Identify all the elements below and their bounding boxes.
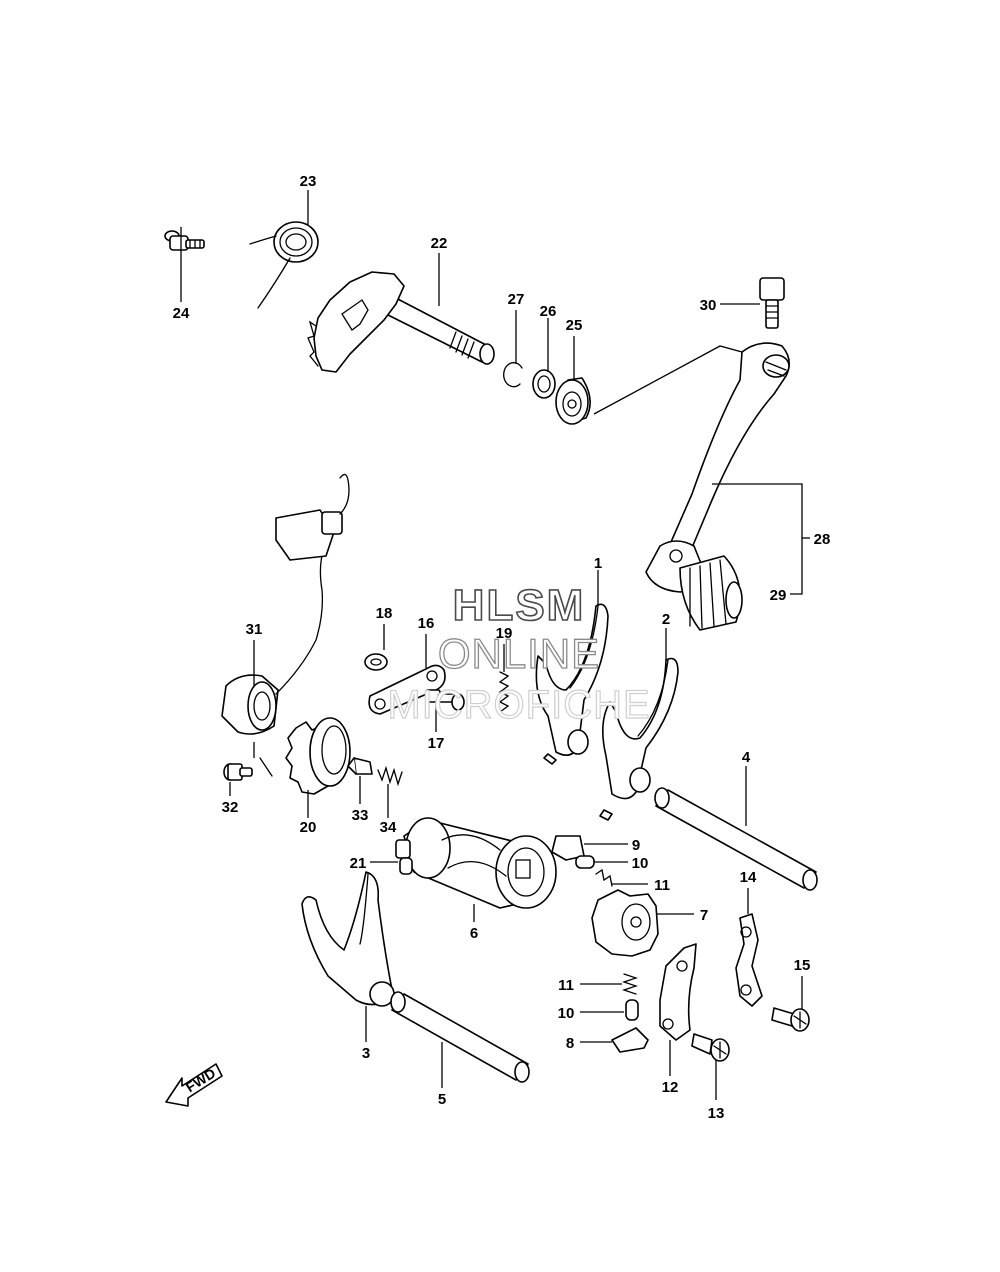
part-17-bolt[interactable] xyxy=(425,689,465,711)
fwd-arrow-icon xyxy=(165,1063,223,1107)
callout-25: 25 xyxy=(566,317,583,334)
part-11-spring-upper[interactable] xyxy=(595,868,613,887)
callout-5: 5 xyxy=(438,1091,446,1108)
callout-31: 31 xyxy=(246,621,263,638)
callout-10b: 10 xyxy=(558,1005,575,1022)
callout-10a: 10 xyxy=(632,855,649,872)
part-9-cam-plate[interactable] xyxy=(551,835,585,861)
callout-13: 13 xyxy=(708,1105,725,1122)
callout-16: 16 xyxy=(418,615,435,632)
part-28-shift-lever[interactable] xyxy=(645,342,790,593)
part-3-shift-fork[interactable] xyxy=(301,871,395,1007)
callout-2: 2 xyxy=(662,611,670,628)
callout-7: 7 xyxy=(700,907,708,924)
part-34-spring[interactable] xyxy=(377,765,403,787)
watermark: HLSM ONLINE MICROFICHE xyxy=(387,580,651,727)
part-23-spring[interactable] xyxy=(249,221,319,309)
callout-28: 28 xyxy=(814,531,831,548)
watermark-line-1: HLSM xyxy=(453,581,586,630)
part-31-sensor[interactable] xyxy=(221,473,350,735)
callout-27: 27 xyxy=(508,291,525,308)
part-4-fork-shaft[interactable] xyxy=(654,787,818,891)
callout-4: 4 xyxy=(742,749,751,766)
callout-29: 29 xyxy=(770,587,787,604)
part-18-washer[interactable] xyxy=(364,653,388,671)
part-25-bearing[interactable] xyxy=(555,377,591,425)
part-2-shift-fork[interactable] xyxy=(599,657,679,821)
part-33-pin[interactable] xyxy=(347,757,373,775)
part-13-screw[interactable] xyxy=(691,1033,730,1062)
callout-11b: 11 xyxy=(558,977,574,994)
part-5-fork-shaft[interactable] xyxy=(390,991,530,1083)
callout-32: 32 xyxy=(222,799,239,816)
part-15-screw[interactable] xyxy=(771,1007,810,1032)
part-19-spring[interactable] xyxy=(498,671,510,713)
leader-lines xyxy=(180,190,810,1100)
part-7-cam-star[interactable] xyxy=(591,889,659,957)
callouts: 1 2 3 4 5 6 7 8 9 10 10 11 11 12 13 14 1… xyxy=(173,173,831,1122)
part-10-pin-lower[interactable] xyxy=(625,999,639,1021)
callout-15: 15 xyxy=(794,957,811,974)
callout-30: 30 xyxy=(700,297,717,314)
watermark-line-2: ONLINE xyxy=(438,630,600,677)
part-30-bolt[interactable] xyxy=(759,277,785,329)
callout-1: 1 xyxy=(594,555,602,572)
callout-23: 23 xyxy=(300,173,317,190)
callout-6: 6 xyxy=(470,925,478,942)
part-11-spring-lower[interactable] xyxy=(621,973,639,995)
callout-21: 21 xyxy=(350,855,367,872)
part-21-pin[interactable] xyxy=(399,857,413,875)
callout-20: 20 xyxy=(300,819,317,836)
part-6-shift-drum[interactable] xyxy=(395,817,557,909)
watermark-line-3: MICROFICHE xyxy=(387,683,650,727)
part-26-washer[interactable] xyxy=(532,369,556,399)
callout-18: 18 xyxy=(376,605,393,622)
callout-34: 34 xyxy=(380,819,397,836)
part-27-circlip[interactable] xyxy=(503,362,523,388)
part-20-cam-gear[interactable] xyxy=(285,717,351,795)
part-10-pin-upper[interactable] xyxy=(575,855,595,869)
part-14-plate[interactable] xyxy=(735,913,763,1007)
callout-24: 24 xyxy=(173,305,190,322)
callout-19: 19 xyxy=(496,625,513,642)
part-16-stopper-arm[interactable] xyxy=(368,664,446,715)
callout-12: 12 xyxy=(662,1079,679,1096)
part-29-foot-rubber[interactable] xyxy=(679,555,743,631)
part-8-stopper[interactable] xyxy=(611,1027,649,1053)
part-1-shift-fork[interactable] xyxy=(535,603,609,765)
callout-22: 22 xyxy=(431,235,448,252)
callout-9: 9 xyxy=(632,837,640,854)
callout-8: 8 xyxy=(566,1035,574,1052)
callout-11a: 11 xyxy=(654,877,670,894)
callout-17: 17 xyxy=(428,735,445,752)
part-24-bolt[interactable] xyxy=(164,230,205,251)
part-22-shift-shaft[interactable] xyxy=(307,271,495,373)
callout-14: 14 xyxy=(740,869,757,886)
callout-26: 26 xyxy=(540,303,557,320)
part-12-plate[interactable] xyxy=(659,943,697,1041)
part-32-bolt[interactable] xyxy=(223,757,273,781)
callout-3: 3 xyxy=(362,1045,370,1062)
callout-33: 33 xyxy=(352,807,369,824)
